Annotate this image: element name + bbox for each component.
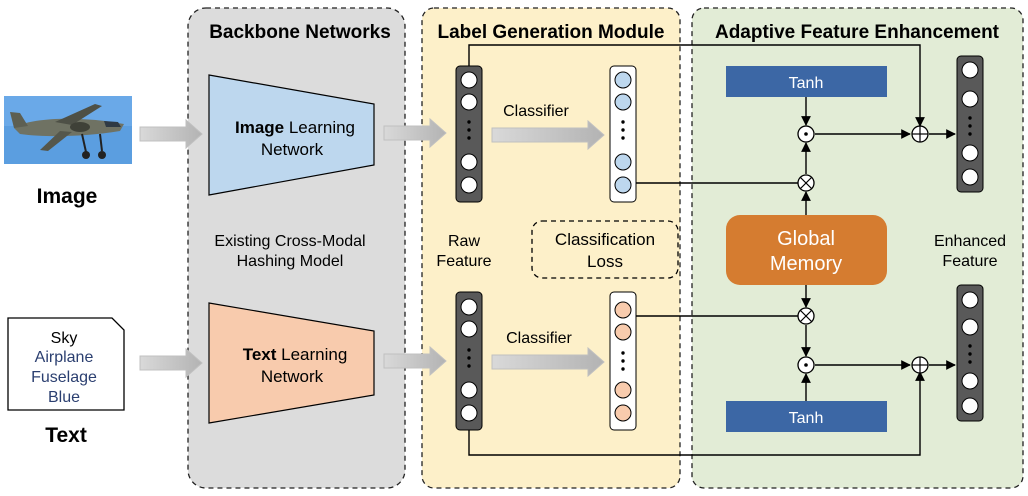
plus-operator-top bbox=[911, 125, 929, 143]
raw-feature-label-1: Raw bbox=[448, 233, 480, 250]
raw-feature-bottom bbox=[455, 291, 483, 431]
text-network-label: Text Learning bbox=[243, 345, 348, 364]
tanh-box-bottom bbox=[726, 401, 887, 432]
gray-arrow-image-net bbox=[383, 117, 447, 149]
raw-feature-top bbox=[455, 65, 483, 203]
label-generation-title: Label Generation Module bbox=[438, 22, 665, 43]
skip-line-top bbox=[468, 44, 925, 127]
adaptive-feature-title: Adaptive Feature Enhancement bbox=[715, 22, 1000, 43]
model-caption-line1: Existing Cross-Modal bbox=[214, 233, 365, 250]
classifier-label-bottom: Classifier bbox=[506, 330, 572, 347]
gray-arrow-text-in bbox=[139, 347, 203, 379]
image-network-label-2: Network bbox=[261, 140, 324, 159]
gray-arrow-image-in bbox=[139, 118, 203, 150]
memory-label-2: Memory bbox=[770, 253, 842, 275]
image-input-label: Image bbox=[37, 185, 98, 208]
loss-label-2: Loss bbox=[587, 252, 623, 271]
tanh-box-top bbox=[726, 66, 887, 97]
gray-arrow-text-net bbox=[383, 345, 447, 377]
plus-operator-bottom bbox=[911, 356, 929, 374]
model-caption-line2: Hashing Model bbox=[237, 253, 344, 270]
gray-arrow-classifier-bottom bbox=[491, 346, 605, 378]
backbone-title: Backbone Networks bbox=[209, 22, 391, 43]
text-network-label-2: Network bbox=[261, 367, 324, 386]
memory-label-1: Global bbox=[777, 228, 835, 250]
airplane-image bbox=[4, 96, 132, 164]
text-learning-network bbox=[208, 302, 375, 424]
loss-label-1: Classification bbox=[555, 230, 655, 249]
tanh-label-bottom: Tanh bbox=[789, 410, 824, 427]
dot-operator-top bbox=[797, 125, 815, 143]
connection-lines bbox=[468, 44, 956, 456]
text-word-4: Blue bbox=[48, 389, 80, 406]
classification-loss-box bbox=[531, 220, 679, 279]
text-input-label: Text bbox=[45, 424, 87, 447]
text-word-2: Airplane bbox=[35, 349, 94, 366]
label-vector-text bbox=[609, 291, 637, 431]
dot-operator-bottom bbox=[797, 356, 815, 374]
text-document bbox=[7, 317, 125, 411]
enhanced-feature-bottom bbox=[956, 284, 984, 422]
image-learning-network bbox=[208, 74, 375, 196]
input-arrows bbox=[139, 117, 605, 379]
enhanced-label-2: Feature bbox=[942, 253, 997, 270]
image-network-label: Image Learning bbox=[235, 118, 355, 137]
cross-operator-bottom bbox=[797, 307, 815, 325]
classifier-label-top: Classifier bbox=[503, 103, 569, 120]
label-vector-image bbox=[609, 65, 637, 203]
tanh-label-top: Tanh bbox=[789, 75, 824, 92]
cross-operator-top bbox=[797, 174, 815, 192]
gray-arrow-classifier-top bbox=[491, 119, 605, 151]
enhanced-feature-top bbox=[956, 55, 984, 193]
global-memory-box bbox=[726, 215, 887, 285]
text-word-3: Fuselage bbox=[31, 369, 97, 386]
text-word-1: Sky bbox=[51, 330, 78, 347]
skip-line-bottom bbox=[468, 371, 925, 456]
enhanced-label-1: Enhanced bbox=[934, 233, 1006, 250]
raw-feature-label-2: Feature bbox=[436, 253, 491, 270]
